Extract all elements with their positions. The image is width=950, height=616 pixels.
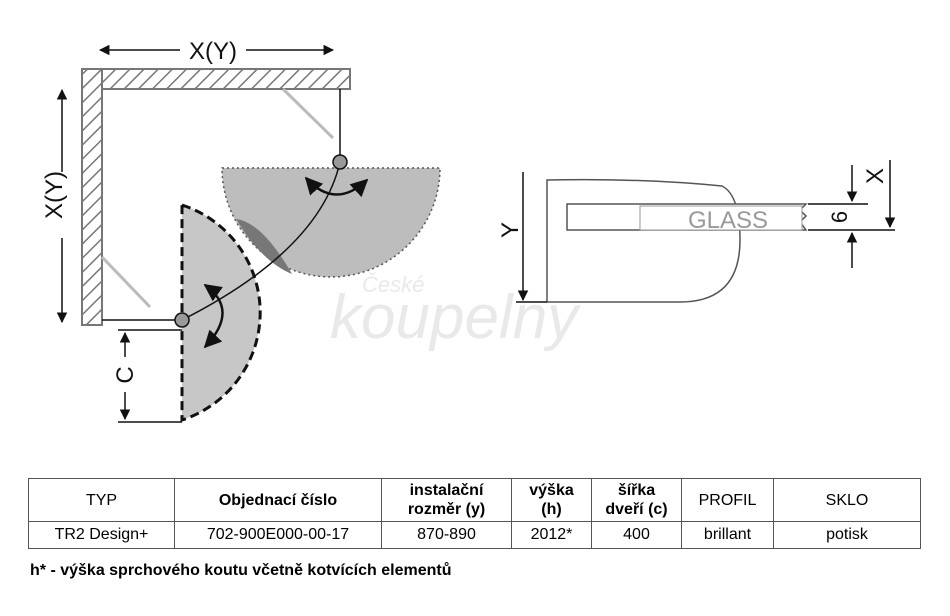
col-header-install-size-line1: instalační: [409, 482, 484, 499]
col-header-height-line2: (h): [541, 501, 562, 518]
hinge-lower: [174, 312, 190, 328]
wall-top: [81, 68, 351, 90]
col-header-height: výška (h): [511, 478, 592, 522]
col-header-order-number: Objednací číslo: [174, 478, 382, 522]
dim-top-label: X(Y): [189, 38, 237, 65]
table-header-row: TYP Objednací číslo instalační rozměr (y…: [28, 478, 921, 522]
spec-table: TYP Objednací číslo instalační rozměr (y…: [28, 478, 921, 549]
profile-outline: [546, 178, 741, 303]
dim-y-label: Y: [497, 222, 524, 238]
cell-height: 2012*: [511, 521, 592, 549]
rotate-arrow-lower: [203, 283, 224, 349]
door-swing-overlap: [236, 219, 292, 274]
glass-pane: [639, 205, 803, 231]
col-header-sklo: SKLO: [773, 478, 921, 522]
glass-label: GLASS: [688, 207, 768, 234]
watermark-large: koupelny: [330, 283, 582, 352]
cell-install-size: 870-890: [381, 521, 512, 549]
rotate-arrow-upper: [304, 176, 369, 198]
dim-6-label: 6: [827, 211, 852, 223]
cell-typ: TR2 Design+: [28, 521, 175, 549]
col-header-install-size-line2: rozměr (y): [407, 501, 486, 518]
shower-diagram: X(Y) X(Y) C České koupelny GLASS Y 6 X: [41, 36, 896, 423]
hinge-upper: [332, 154, 348, 170]
cell-profil: brillant: [681, 521, 774, 549]
dim-left-label: X(Y): [41, 171, 68, 219]
col-header-height-line1: výška: [529, 482, 574, 499]
fixed-panel-left: [100, 255, 152, 309]
table-row: TR2 Design+ 702-900E000-00-17 870-890 20…: [28, 521, 921, 549]
col-header-door-width-line2: dveří (c): [605, 501, 668, 518]
watermark-small: České: [362, 272, 424, 297]
col-header-profil: PROFIL: [681, 478, 774, 522]
wall-left: [81, 68, 103, 326]
footnote: h* - výška sprchového koutu včetně kotví…: [30, 562, 452, 579]
col-header-typ: TYP: [28, 478, 175, 522]
cell-sklo: potisk: [773, 521, 921, 549]
col-header-door-width: šířka dveří (c): [591, 478, 682, 522]
dim-x-label: X: [862, 168, 889, 184]
col-header-install-size: instalační rozměr (y): [381, 478, 512, 522]
col-header-door-width-line1: šířka: [617, 482, 656, 499]
door-swing-upper: [221, 167, 441, 278]
fixed-panel-top: [281, 87, 335, 140]
dim-c-label: C: [112, 366, 139, 383]
cell-order-number: 702-900E000-00-17: [174, 521, 382, 549]
cell-door-width: 400: [591, 521, 682, 549]
